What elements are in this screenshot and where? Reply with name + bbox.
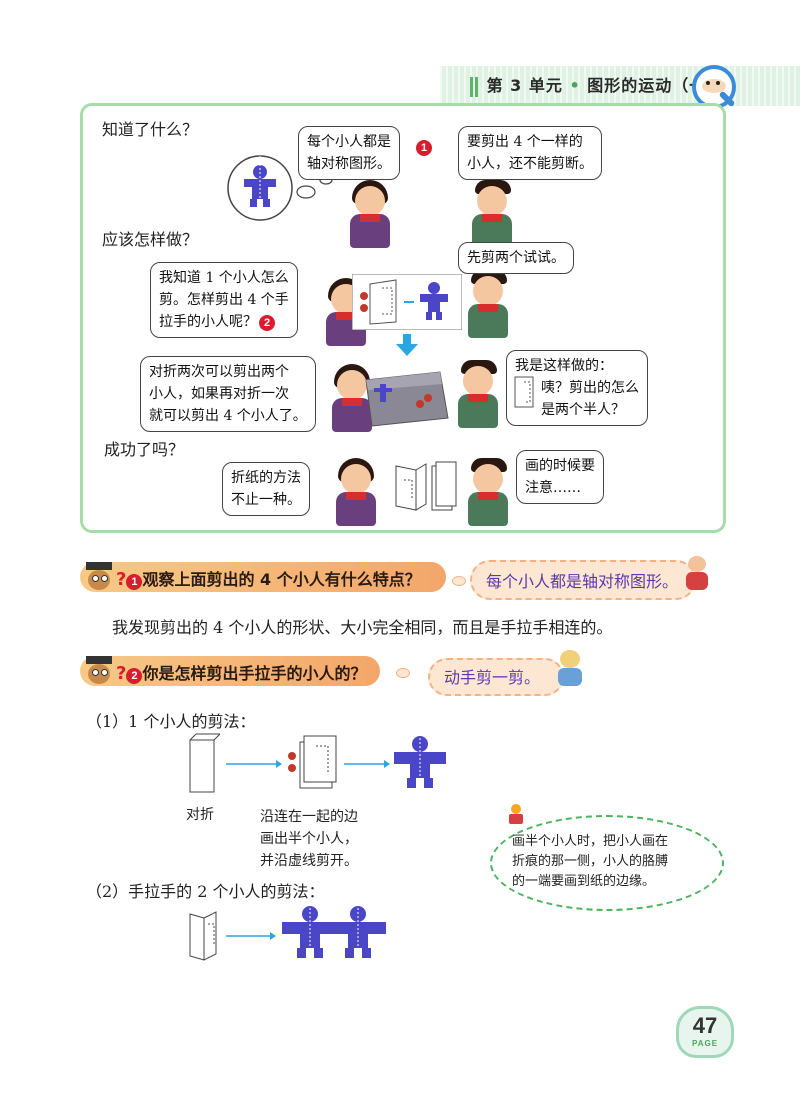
badge-2: 2 (126, 668, 143, 684)
mascot-icon (556, 650, 584, 690)
bubble-line: 注意…… (525, 480, 581, 496)
bubble-line: 咦？剪出的怎么 (541, 380, 639, 396)
mascot-icon (684, 556, 710, 592)
bubble-line: 折纸的方法 (231, 470, 301, 486)
bubble-line: 要剪出 4 个一样的 (467, 134, 583, 150)
bubble-line: 不止一种。 (231, 492, 301, 508)
unit-label: 第 3 单元 (486, 76, 563, 95)
answer-1: 每个小人都是轴对称图形。 (486, 572, 679, 591)
bubble-line: 拉手的小人呢？ (159, 314, 257, 330)
step-1-illustration (189, 733, 446, 794)
unit-title: 图形的运动（一） (587, 76, 724, 95)
page-label: PAGE (691, 1039, 719, 1048)
bubble-line: 每个小人都是 (307, 134, 391, 150)
label-fold: 对折 (186, 807, 214, 823)
tip-line: 画半个小人时，把小人画在 (512, 834, 669, 849)
step-2-illustration (189, 904, 386, 964)
bubble-line: 画的时候要 (525, 458, 595, 474)
page-number: 47 (692, 1013, 718, 1038)
dot-separator: • (569, 76, 581, 95)
bubble-line: 就可以剪出 4 个小人了。 (149, 408, 307, 424)
girl-character (348, 180, 392, 248)
question-2-text: 你是怎样剪出手拉手的小人的？ (142, 664, 367, 683)
question-1-text: 观察上面剪出的 4 个小人有什么特点？ (142, 570, 421, 589)
label-cut-line: 画出半个小人， (260, 831, 358, 847)
badge-1: 1 (416, 140, 432, 156)
speech-bubble-girl-4: 折纸的方法 不止一种。 (222, 462, 310, 516)
header-band (440, 66, 800, 106)
bubble-line: 对折两次可以剪出两个 (149, 364, 289, 380)
owl-teacher-icon (84, 562, 116, 592)
bubble-line: 轴对称图形。 (307, 156, 391, 172)
boy-character (470, 180, 514, 248)
badge-1: 1 (126, 574, 143, 590)
paper-stack-illustration (365, 371, 449, 427)
boy-character (456, 360, 500, 428)
boy-character (466, 458, 510, 526)
tip-bubble (490, 815, 724, 911)
thought-bubble-figure (227, 155, 333, 221)
header-bars (470, 76, 480, 97)
speech-bubble-girl-3: 对折两次可以剪出两个 小人，如果再对折一次 就可以剪出 4 个小人了。 (140, 356, 316, 432)
question-mark-icon: ? (116, 663, 127, 684)
step-2-label: （2）手拉手的 2 个小人的剪法： (86, 882, 325, 901)
question-how: 应该怎样做？ (102, 230, 199, 249)
bubble-line: 我是这样做的： (515, 358, 613, 374)
thought-dot (396, 668, 410, 678)
label-cut: 沿连在一起的边 画出半个小人， 并沿虚线剪开。 (260, 806, 358, 872)
cut-one-illustration (352, 274, 462, 330)
speech-bubble-boy-1: 要剪出 4 个一样的 小人，还不能剪断。 (458, 126, 602, 180)
label-cut-line: 并沿虚线剪开。 (260, 853, 358, 869)
speech-bubble-boy-4: 画的时候要 注意…… (516, 450, 604, 504)
answer-2: 动手剪一剪。 (444, 668, 541, 687)
half-figure-paper-icon (514, 376, 534, 408)
label-cut-line: 沿连在一起的边 (260, 809, 358, 825)
speech-bubble-girl-1: 每个小人都是 轴对称图形。 (298, 126, 400, 180)
tip-line: 折痕的那一侧，小人的胳膊 (512, 854, 669, 869)
speech-bubble-boy-2: 先剪两个试试。 (458, 242, 574, 274)
step-1-label: （1）1 个小人的剪法： (86, 712, 256, 731)
tip-line: 的一端要画到纸的边缘。 (512, 874, 656, 889)
thought-dot (452, 576, 466, 586)
badge-2: 2 (259, 315, 275, 331)
owl-teacher-icon (84, 656, 116, 686)
question-success: 成功了吗？ (104, 440, 185, 459)
page-number-badge: 47 PAGE (676, 1006, 734, 1058)
girl-character (334, 458, 378, 526)
question-bar-1 (80, 562, 446, 592)
lamp-icon (508, 804, 524, 826)
bubble-line: 我知道 1 个小人怎么 (159, 270, 289, 286)
bubble-line: 是两个半人？ (541, 402, 625, 418)
bubble-line: 剪。怎样剪出 4 个手 (159, 292, 289, 308)
question-know: 知道了什么？ (102, 120, 199, 139)
answer-cloud-2 (428, 658, 564, 696)
unit-header: 第 3 单元 • 图形的运动（一） (470, 72, 723, 97)
tip-text: 画半个小人时，把小人画在 折痕的那一侧，小人的胳膊 的一端要画到纸的边缘。 (512, 832, 668, 892)
magnifier-icon (692, 65, 736, 109)
question-mark-icon: ? (116, 569, 127, 590)
bubble-line: 小人，如果再对折一次 (149, 386, 289, 402)
folded-paper-icons (395, 461, 457, 511)
observation-text: 我发现剪出的 4 个小人的形状、大小完全相同，而且是手拉手相连的。 (112, 618, 613, 637)
girl-character (330, 364, 374, 432)
boy-character (466, 270, 510, 338)
bubble-line: 小人，还不能剪断。 (467, 156, 593, 172)
speech-bubble-girl-2: 我知道 1 个小人怎么 剪。怎样剪出 4 个手 拉手的小人呢？2 (150, 262, 298, 338)
answer-cloud-1 (470, 560, 696, 600)
down-arrow-icon (396, 334, 418, 356)
